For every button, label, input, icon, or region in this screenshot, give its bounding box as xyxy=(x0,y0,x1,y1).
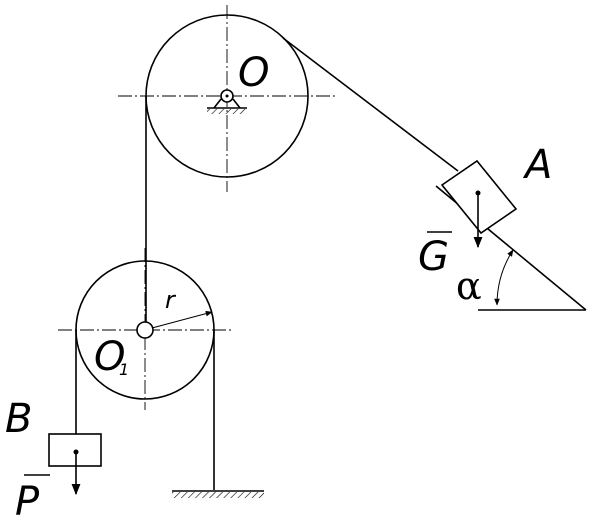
radius-line xyxy=(151,310,213,329)
angle-arc xyxy=(494,249,514,306)
label-pulley-top: O xyxy=(238,50,269,96)
label-weight-p: P xyxy=(15,479,40,525)
block-a xyxy=(440,159,518,249)
ground-support xyxy=(172,490,264,498)
label-pulley-bottom-sub: 1 xyxy=(119,360,129,379)
label-pulley-bottom: O xyxy=(94,334,125,380)
label-radius: r xyxy=(165,286,177,314)
label-block-b: B xyxy=(5,396,32,442)
pulley-bottom xyxy=(58,248,232,410)
label-block-a: A xyxy=(522,142,552,188)
pin-support xyxy=(207,89,247,114)
block-b xyxy=(48,433,102,496)
ropes xyxy=(75,37,459,490)
label-weight-g: G xyxy=(418,234,449,280)
label-angle: α xyxy=(456,264,482,308)
pulley-top xyxy=(118,5,336,192)
